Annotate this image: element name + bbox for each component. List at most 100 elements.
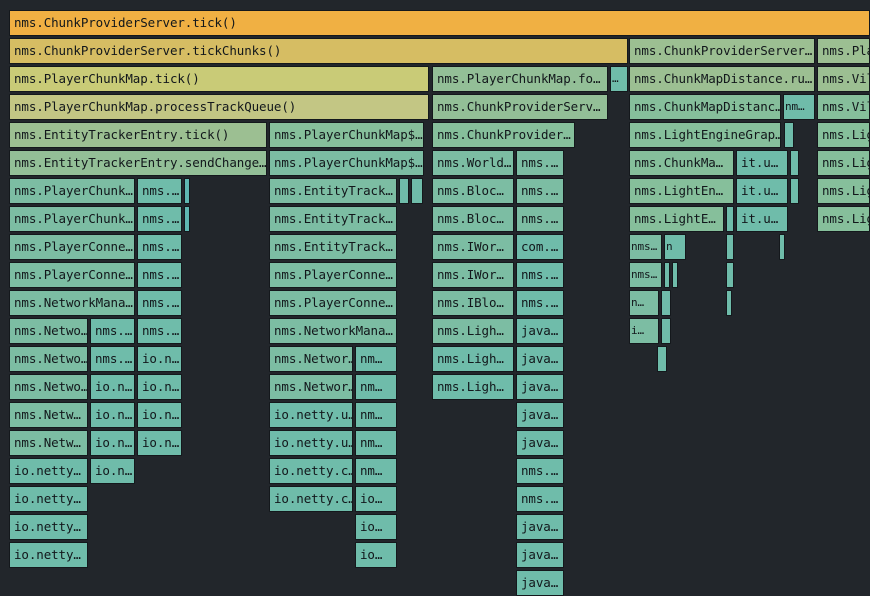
flame-frame[interactable]: n… — [629, 290, 659, 316]
flame-frame[interactable]: nms.… — [137, 290, 182, 316]
flame-frame[interactable] — [790, 150, 799, 176]
flame-frame[interactable]: nms.PlayerConne… — [269, 290, 397, 316]
flame-frame[interactable]: nms.Bloc… — [432, 206, 514, 232]
flame-frame[interactable]: nms.ChunkMapDistance.ru… — [629, 66, 815, 92]
flame-frame[interactable]: java… — [516, 402, 564, 428]
flame-frame[interactable]: n — [664, 234, 686, 260]
flame-frame[interactable]: nms.ChunkProviderServer.tickChunks() — [9, 38, 628, 64]
flame-frame[interactable]: nms.… — [137, 206, 182, 232]
flame-frame[interactable]: nms.… — [90, 346, 135, 372]
flame-frame[interactable]: com.… — [516, 234, 564, 260]
flame-frame[interactable] — [672, 262, 678, 288]
flame-frame[interactable]: nm… — [355, 402, 397, 428]
flame-frame[interactable]: nms.ChunkMapDistanc… — [629, 94, 781, 120]
flame-frame[interactable]: nms.Vill — [817, 94, 870, 120]
flame-frame[interactable]: nms.PlayerChunkMap.tick() — [9, 66, 429, 92]
flame-frame[interactable]: nms.PlayerChunkMap$… — [269, 150, 424, 176]
flame-frame[interactable]: io.netty… — [9, 542, 88, 568]
flame-frame[interactable]: nms.Netwo… — [9, 374, 88, 400]
flame-frame[interactable]: nms.Vill — [817, 66, 870, 92]
flame-frame[interactable]: io.netty.u… — [269, 430, 353, 456]
flame-frame[interactable]: nms.ChunkMa… — [629, 150, 734, 176]
flame-frame[interactable]: io.n… — [90, 402, 135, 428]
flame-frame[interactable]: nms.… — [90, 318, 135, 344]
flame-frame[interactable]: nm… — [783, 94, 815, 120]
flame-frame[interactable]: io.n… — [137, 430, 182, 456]
flame-frame[interactable]: nms.NetworkMana… — [269, 318, 397, 344]
flame-frame[interactable] — [184, 178, 190, 204]
flame-frame[interactable]: nms.… — [516, 178, 564, 204]
flame-frame[interactable]: nms.PlayerConne… — [269, 262, 397, 288]
flame-frame[interactable]: java… — [516, 346, 564, 372]
flame-frame[interactable]: nms.LightEngineGrap… — [629, 122, 781, 148]
flame-frame[interactable]: java… — [516, 570, 564, 596]
flame-frame[interactable]: io.n… — [90, 430, 135, 456]
flame-frame[interactable]: nms.IWor… — [432, 262, 514, 288]
flame-frame[interactable]: nms.Netwo… — [9, 318, 88, 344]
flame-frame[interactable]: nms.Ligh — [817, 206, 870, 232]
flame-frame[interactable]: io… — [355, 542, 397, 568]
flame-frame[interactable]: nms.Bloc… — [432, 178, 514, 204]
flame-frame[interactable] — [661, 290, 671, 316]
flame-frame[interactable]: nms.Ligh — [817, 150, 870, 176]
flame-frame[interactable]: java… — [516, 514, 564, 540]
flame-frame[interactable]: nms.ChunkProviderServer.tick() — [9, 10, 870, 36]
flame-frame[interactable]: io.netty.c… — [269, 486, 353, 512]
flame-frame[interactable]: nms.LightE… — [629, 206, 724, 232]
flame-frame[interactable]: nms.Networ… — [269, 346, 353, 372]
flame-frame[interactable]: nms.… — [516, 458, 564, 484]
flame-frame[interactable]: io… — [355, 486, 397, 512]
flame-frame[interactable]: io.n… — [90, 374, 135, 400]
flame-frame[interactable]: nms.IBlo… — [432, 290, 514, 316]
flame-frame[interactable]: nms.… — [137, 262, 182, 288]
flame-frame[interactable]: io.netty… — [9, 486, 88, 512]
flame-frame[interactable]: io.n… — [137, 346, 182, 372]
flame-frame[interactable]: nms.EntityTrack… — [269, 178, 397, 204]
flame-frame[interactable]: io.n… — [137, 374, 182, 400]
flame-frame[interactable]: nms.World… — [432, 150, 514, 176]
flame-frame[interactable]: io.netty… — [9, 458, 88, 484]
flame-frame[interactable]: nms.Ligh — [817, 122, 870, 148]
flame-frame[interactable]: nms.Play — [817, 38, 870, 64]
flame-frame[interactable]: … — [610, 66, 628, 92]
flame-frame[interactable]: nms.… — [516, 150, 564, 176]
flame-frame[interactable]: io.netty… — [9, 514, 88, 540]
flame-frame[interactable]: nms.Ligh — [817, 178, 870, 204]
flame-frame[interactable]: nms.… — [516, 206, 564, 232]
flame-frame[interactable]: io.netty.u… — [269, 402, 353, 428]
flame-frame[interactable]: nms.EntityTrack… — [269, 206, 397, 232]
flame-frame[interactable]: io.n… — [90, 458, 135, 484]
flame-frame[interactable]: nms.NetworkMana… — [9, 290, 135, 316]
flame-frame[interactable]: it.u… — [736, 150, 788, 176]
flame-frame[interactable]: nms.… — [516, 262, 564, 288]
flame-frame[interactable]: nms.LightEn… — [629, 178, 734, 204]
flame-frame[interactable]: nms.Networ… — [269, 374, 353, 400]
flame-frame[interactable] — [726, 234, 734, 260]
flame-frame[interactable]: nms.PlayerChunkMap$… — [269, 122, 424, 148]
flame-frame[interactable]: java… — [516, 542, 564, 568]
flame-frame[interactable]: nms.Ligh… — [432, 374, 514, 400]
flame-frame[interactable]: nms.… — [516, 290, 564, 316]
flame-frame[interactable]: nms.Netw… — [9, 402, 88, 428]
flame-frame[interactable]: nms.EntityTrackerEntry.tick() — [9, 122, 267, 148]
flame-frame[interactable]: nms.PlayerChunkMap.processTrackQueue() — [9, 94, 429, 120]
flame-frame[interactable]: nms.IWor… — [432, 234, 514, 260]
flame-frame[interactable]: nms.ChunkProviderServ… — [432, 94, 608, 120]
flame-frame[interactable]: nms.PlayerChunk… — [9, 206, 135, 232]
flame-frame[interactable]: nms.PlayerChunkMap.fo… — [432, 66, 608, 92]
flame-frame[interactable] — [664, 262, 670, 288]
flame-frame[interactable] — [726, 290, 732, 316]
flame-frame[interactable] — [784, 122, 794, 148]
flame-frame[interactable]: nms.… — [137, 178, 182, 204]
flame-frame[interactable]: nms.PlayerConne… — [9, 234, 135, 260]
flame-frame[interactable]: nms.Ligh… — [432, 346, 514, 372]
flame-frame[interactable]: nms.ChunkProviderServer… — [629, 38, 815, 64]
flame-frame[interactable]: nms.PlayerChunk… — [9, 178, 135, 204]
flame-frame[interactable]: nms.Ligh… — [432, 318, 514, 344]
flame-frame[interactable]: nms.… — [137, 234, 182, 260]
flame-frame[interactable]: nms.… — [137, 318, 182, 344]
flame-frame[interactable] — [661, 318, 671, 344]
flame-frame[interactable] — [726, 262, 734, 288]
flame-frame[interactable]: java… — [516, 374, 564, 400]
